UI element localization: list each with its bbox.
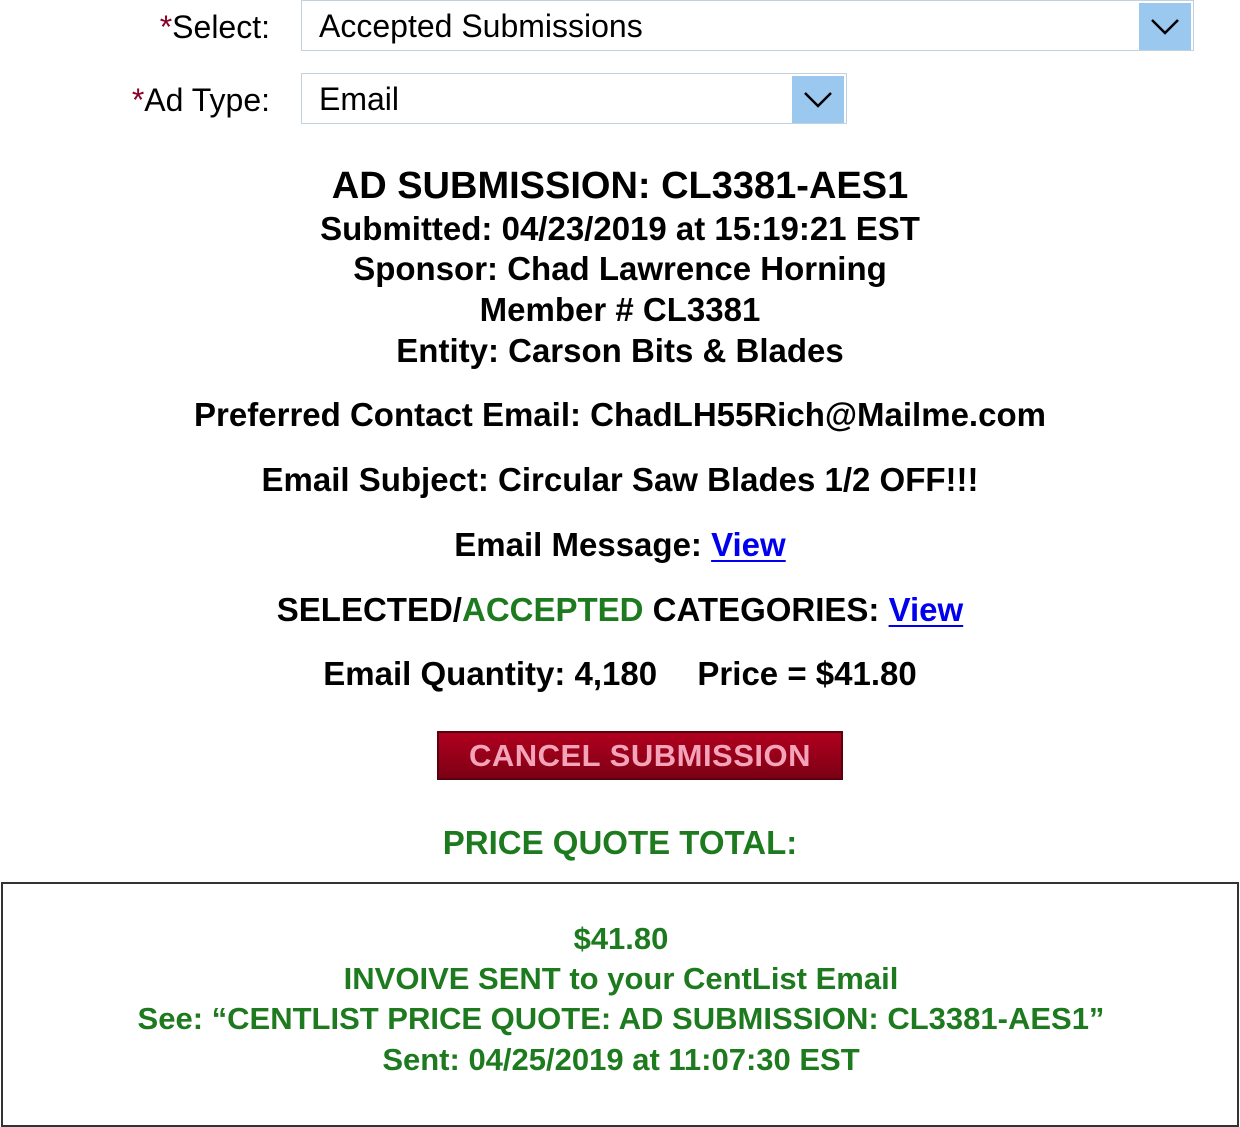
quote-amount: $41.80 — [573, 921, 669, 956]
required-mark: * — [159, 9, 173, 45]
ad-type-label: *Ad Type: — [132, 80, 270, 120]
categories-row: SELECTED/ACCEPTED CATEGORIES: View — [0, 590, 1240, 630]
email-message-row: Email Message: View — [0, 525, 1240, 565]
email-subject: Email Subject: Circular Saw Blades 1/2 O… — [261, 461, 979, 498]
ad-type-dropdown[interactable]: Email — [301, 73, 847, 124]
required-mark: * — [131, 82, 145, 118]
categories-prefix: SELECTED/ — [276, 591, 462, 628]
chevron-down-icon[interactable] — [1139, 3, 1191, 50]
email-message-label: Email Message: — [454, 526, 702, 563]
categories-view-link[interactable]: View — [888, 591, 964, 628]
entity-name: Entity: Carson Bits & Blades — [396, 332, 844, 369]
email-quantity: Email Quantity: 4,180 — [323, 655, 658, 692]
submitted-date: Submitted: 04/23/2019 at 15:19:21 EST — [320, 210, 920, 247]
select-label-text: Select: — [172, 9, 270, 45]
ad-type-label-text: Ad Type: — [144, 82, 270, 118]
price-quote-heading: PRICE QUOTE TOTAL: — [442, 824, 798, 861]
quote-sent-date: Sent: 04/25/2019 at 11:07:30 EST — [382, 1042, 860, 1077]
categories-accepted: ACCEPTED — [461, 591, 644, 628]
submission-title: AD SUBMISSION: CL3381-AES1 — [331, 165, 909, 207]
price: Price = $41.80 — [697, 655, 917, 692]
quote-reference: See: “CENTLIST PRICE QUOTE: AD SUBMISSIO… — [137, 1001, 1105, 1036]
categories-suffix: CATEGORIES: — [643, 591, 880, 628]
preferred-contact-email: Preferred Contact Email: ChadLH55Rich@Ma… — [194, 396, 1046, 433]
chevron-down-icon[interactable] — [792, 76, 844, 123]
member-number: Member # CL3381 — [479, 291, 761, 328]
ad-type-value: Email — [319, 81, 400, 117]
price-quote-box: $41.80 INVOIVE SENT to your CentList Ema… — [1, 882, 1239, 1127]
invoice-note: INVOIVE SENT to your CentList Email — [343, 961, 899, 996]
select-label: *Select: — [160, 7, 270, 47]
select-dropdown[interactable]: Accepted Submissions — [301, 0, 1194, 51]
cancel-submission-button[interactable]: CANCEL SUBMISSION — [437, 731, 843, 780]
select-value: Accepted Submissions — [319, 8, 643, 44]
sponsor-name: Sponsor: Chad Lawrence Horning — [353, 250, 887, 287]
email-message-view-link[interactable]: View — [711, 526, 786, 563]
quantity-price-row: Email Quantity: 4,180 Price = $41.80 — [0, 654, 1240, 694]
